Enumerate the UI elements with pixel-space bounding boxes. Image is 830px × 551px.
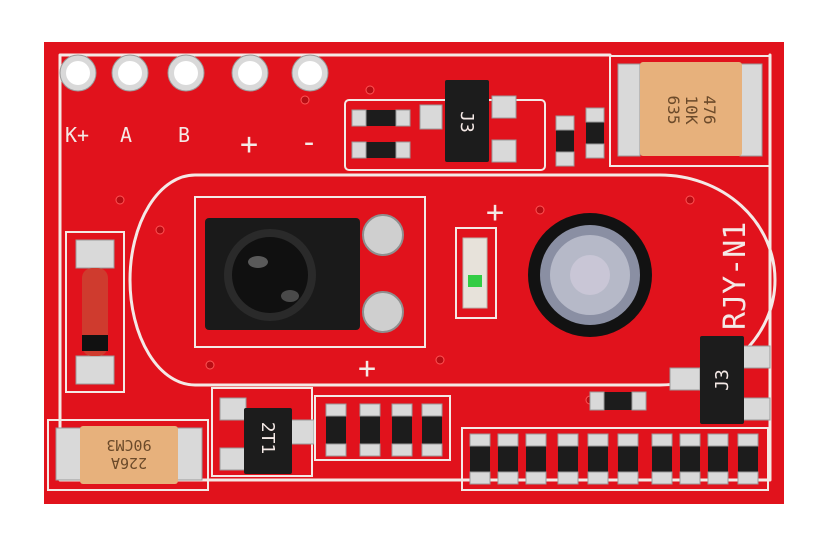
- board-outline-silk: [58, 53, 772, 482]
- cap-top-line1: 476: [700, 96, 719, 125]
- pin-label-a: A: [120, 123, 132, 147]
- cap-top-line3: 635: [664, 96, 683, 125]
- transistor-right-label: J3: [712, 369, 733, 391]
- ir-led: [528, 213, 652, 337]
- model-label: RJY-N1: [718, 222, 753, 330]
- pin-hole-5: [298, 61, 322, 85]
- receiver-outline: [194, 196, 426, 348]
- cap-bottom-line1: 226A: [111, 454, 147, 472]
- smd-bottom-right-row: [461, 427, 769, 491]
- pin-hole-1: [66, 61, 90, 85]
- smd-bottom-middle: [314, 395, 451, 461]
- smd-top-left: [351, 109, 411, 159]
- cap-top-line2: 10K: [682, 96, 701, 125]
- plus-sign-bottom: +: [358, 351, 376, 386]
- plus-sign-center: +: [486, 195, 504, 230]
- pin-hole-2: [118, 61, 142, 85]
- ir-receiver: [205, 214, 404, 333]
- diode-left: [65, 231, 125, 393]
- transistor-bottom-label: 2T1: [257, 422, 278, 455]
- pin-label-b: B: [178, 123, 190, 147]
- transistor-top-label: J3: [456, 111, 477, 133]
- pin-label-plus: +: [240, 127, 258, 162]
- transistor-bottom: 2T1: [211, 387, 315, 477]
- smd-top-mid: [555, 107, 605, 167]
- pin-hole-3: [174, 61, 198, 85]
- pin-hole-4: [238, 61, 262, 85]
- transistor-right: J3: [669, 336, 771, 424]
- pin-label-k: K+: [65, 123, 89, 147]
- sensor-outline: [128, 173, 777, 387]
- smd-led: [455, 227, 497, 319]
- transistor-top: J3: [344, 80, 546, 171]
- capacitor-top-right: 476 10K 635: [609, 55, 771, 167]
- cap-bottom-line2: 90CM3: [106, 436, 151, 454]
- capacitor-bottom-left: 226A 90CM3: [47, 419, 209, 491]
- pin-label-minus: -: [300, 125, 318, 160]
- pin-header: [59, 54, 329, 92]
